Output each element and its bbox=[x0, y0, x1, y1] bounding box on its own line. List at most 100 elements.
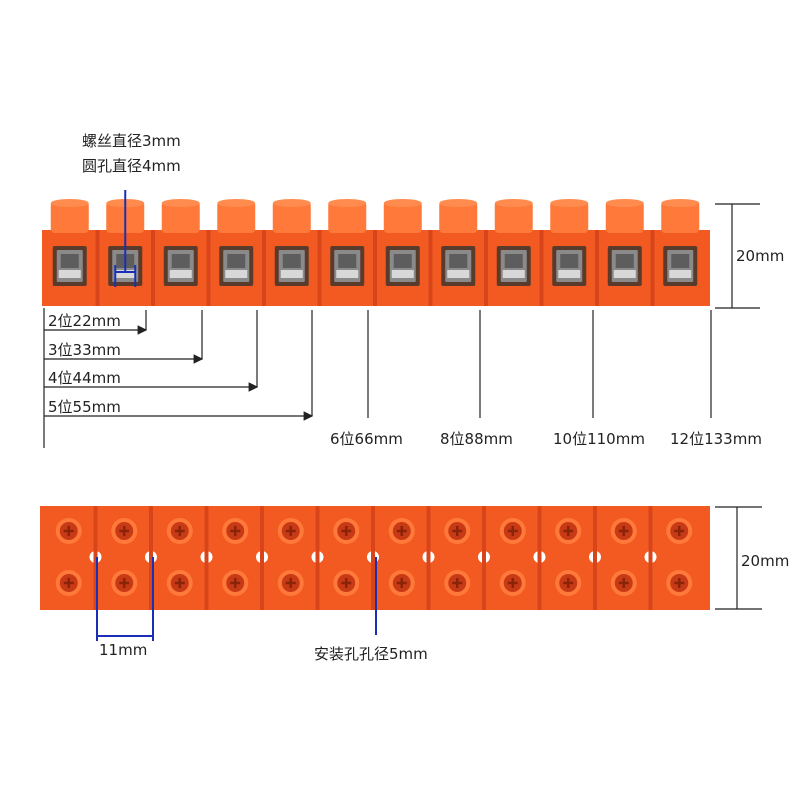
bottom-height-label: 20mm bbox=[741, 552, 790, 570]
screw-post-top bbox=[550, 199, 589, 207]
clamp-inner bbox=[504, 254, 523, 268]
clamp-highlight bbox=[336, 270, 359, 278]
clamp-inner bbox=[560, 254, 579, 268]
bottom-view-block bbox=[40, 506, 762, 641]
screw-cross-icon bbox=[174, 578, 185, 588]
pitch-label: 11mm bbox=[99, 641, 148, 659]
screw-cross-icon bbox=[452, 526, 463, 536]
bottom-divider bbox=[537, 506, 542, 610]
screw-cross-icon bbox=[396, 526, 407, 536]
clamp-inner bbox=[449, 254, 468, 268]
screw-post bbox=[661, 201, 700, 233]
screw-post-top bbox=[494, 199, 533, 207]
size-label-5: 5位55mm bbox=[48, 398, 121, 416]
segment-divider bbox=[262, 230, 266, 306]
segment-divider bbox=[95, 230, 100, 306]
clamp-highlight bbox=[280, 270, 303, 278]
screw-cross-icon bbox=[674, 526, 685, 536]
screw-post bbox=[217, 201, 256, 233]
hole-diameter-label: 圆孔直径4mm bbox=[82, 157, 181, 175]
clamp-inner bbox=[393, 254, 412, 268]
segment-divider bbox=[428, 230, 433, 306]
segment-divider bbox=[373, 230, 377, 306]
screw-cross-icon bbox=[119, 578, 130, 588]
size-label-8: 8位88mm bbox=[440, 430, 513, 448]
screw-post bbox=[328, 201, 367, 233]
screw-cross-icon bbox=[563, 578, 574, 588]
screw-post-top bbox=[50, 199, 89, 207]
screw-cross-icon bbox=[119, 526, 130, 536]
clamp-inner bbox=[338, 254, 357, 268]
segment-divider bbox=[595, 230, 599, 306]
screw-post-top bbox=[439, 199, 478, 207]
segment-divider bbox=[317, 230, 322, 306]
clamp-highlight bbox=[391, 270, 414, 278]
bottom-divider bbox=[648, 506, 653, 610]
segment-divider bbox=[539, 230, 544, 306]
screw-cross-icon bbox=[507, 578, 518, 588]
screw-cross-icon bbox=[341, 526, 352, 536]
screw-post bbox=[383, 201, 422, 233]
screw-cross-icon bbox=[285, 526, 296, 536]
screw-cross-icon bbox=[618, 526, 629, 536]
clamp-inner bbox=[60, 254, 79, 268]
bottom-divider bbox=[593, 506, 597, 610]
size-label-3: 3位33mm bbox=[48, 341, 121, 359]
screw-post bbox=[605, 201, 644, 233]
bottom-divider bbox=[315, 506, 320, 610]
screw-cross-icon bbox=[618, 578, 629, 588]
segment-divider bbox=[484, 230, 488, 306]
screw-post-top bbox=[328, 199, 367, 207]
clamp-inner bbox=[615, 254, 634, 268]
clamp-highlight bbox=[58, 270, 81, 278]
size-label-2: 2位22mm bbox=[48, 312, 121, 330]
clamp-inner bbox=[282, 254, 301, 268]
screw-cross-icon bbox=[285, 578, 296, 588]
bottom-divider bbox=[260, 506, 264, 610]
screw-cross-icon bbox=[63, 578, 74, 588]
bottom-divider bbox=[482, 506, 486, 610]
clamp-highlight bbox=[669, 270, 692, 278]
screw-post bbox=[50, 201, 89, 233]
segment-divider bbox=[650, 230, 655, 306]
size-label-4: 4位44mm bbox=[48, 369, 121, 387]
clamp-inner bbox=[171, 254, 190, 268]
screw-diameter-label: 螺丝直径3mm bbox=[82, 132, 181, 150]
screw-post-top bbox=[161, 199, 200, 207]
clamp-inner bbox=[227, 254, 246, 268]
screw-post-top bbox=[272, 199, 311, 207]
clamp-highlight bbox=[447, 270, 470, 278]
screw-cross-icon bbox=[63, 526, 74, 536]
top-view-block bbox=[42, 190, 760, 448]
screw-post bbox=[550, 201, 589, 233]
screw-post bbox=[439, 201, 478, 233]
size-label-6: 6位66mm bbox=[330, 430, 403, 448]
clamp-highlight bbox=[225, 270, 248, 278]
bottom-divider bbox=[426, 506, 431, 610]
screw-cross-icon bbox=[563, 526, 574, 536]
screw-cross-icon bbox=[396, 578, 407, 588]
top-height-label: 20mm bbox=[736, 247, 785, 265]
segment-divider bbox=[151, 230, 155, 306]
bottom-divider bbox=[149, 506, 153, 610]
bottom-divider bbox=[204, 506, 209, 610]
screw-cross-icon bbox=[452, 578, 463, 588]
screw-cross-icon bbox=[674, 578, 685, 588]
screw-cross-icon bbox=[507, 526, 518, 536]
mount-hole-label: 安装孔孔径5mm bbox=[314, 645, 428, 663]
clamp-highlight bbox=[114, 270, 137, 278]
size-label-10: 10位110mm bbox=[553, 430, 645, 448]
screw-post-top bbox=[661, 199, 700, 207]
screw-post-top bbox=[605, 199, 644, 207]
screw-post-top bbox=[383, 199, 422, 207]
screw-post bbox=[161, 201, 200, 233]
segment-divider bbox=[206, 230, 211, 306]
clamp-highlight bbox=[558, 270, 581, 278]
bottom-divider bbox=[371, 506, 375, 610]
screw-post bbox=[272, 201, 311, 233]
screw-cross-icon bbox=[174, 526, 185, 536]
clamp-inner bbox=[671, 254, 690, 268]
screw-cross-icon bbox=[230, 526, 241, 536]
